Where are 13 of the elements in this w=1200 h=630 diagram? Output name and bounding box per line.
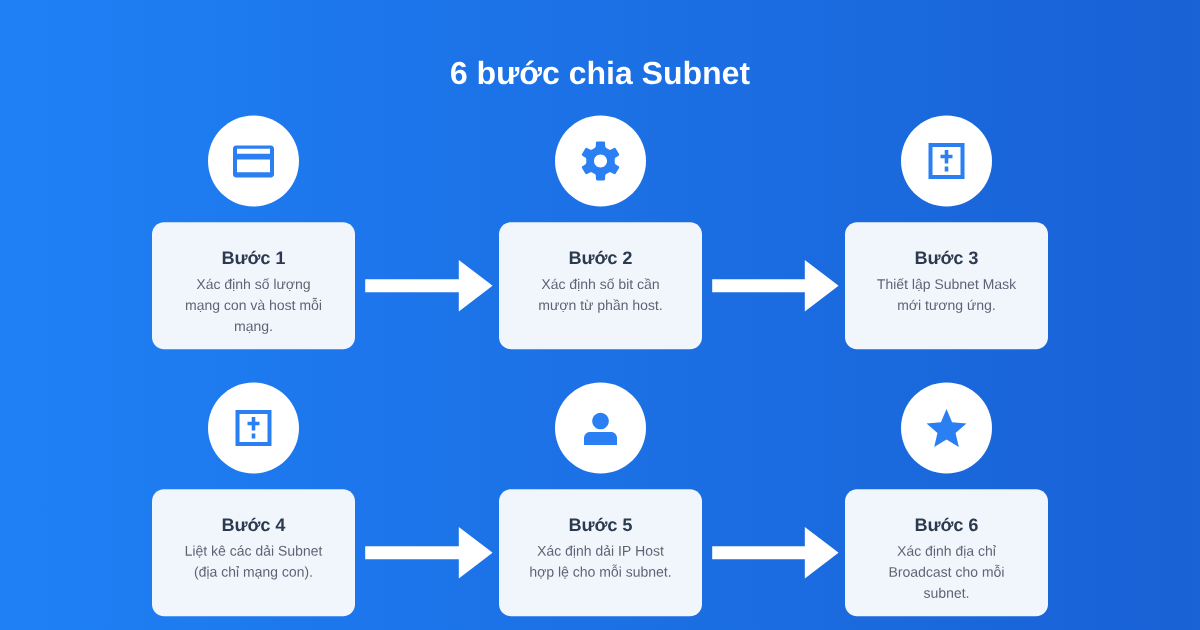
step-text: Xác định địa chỉ Broadcast cho mỗi subnet. bbox=[889, 545, 1004, 598]
step-title: Bước 2 bbox=[569, 250, 632, 265]
step-text: Xác định số lượng mạng con và host mỗi mạng. bbox=[185, 278, 321, 334]
step-title: Bước 4 bbox=[222, 517, 286, 532]
step-title: Bước 6 bbox=[915, 517, 978, 532]
title: 6 bước chia Subnet bbox=[451, 60, 750, 85]
step-text: Liệt kê các dải Subnet (địa chỉ mạng con). bbox=[185, 545, 323, 580]
step-title: Bước 5 bbox=[569, 517, 632, 532]
step-text: Xác định số bit cần mượn từ phần host. bbox=[539, 278, 662, 313]
step-title: Bước 1 bbox=[222, 250, 285, 265]
step-text: Xác định dải IP Host hợp lệ cho mỗi subnet. bbox=[530, 545, 671, 580]
step-title: Bước 3 bbox=[915, 250, 978, 265]
step-text: Thiết lập Subnet Mask mới tương ứng. bbox=[877, 278, 1017, 313]
